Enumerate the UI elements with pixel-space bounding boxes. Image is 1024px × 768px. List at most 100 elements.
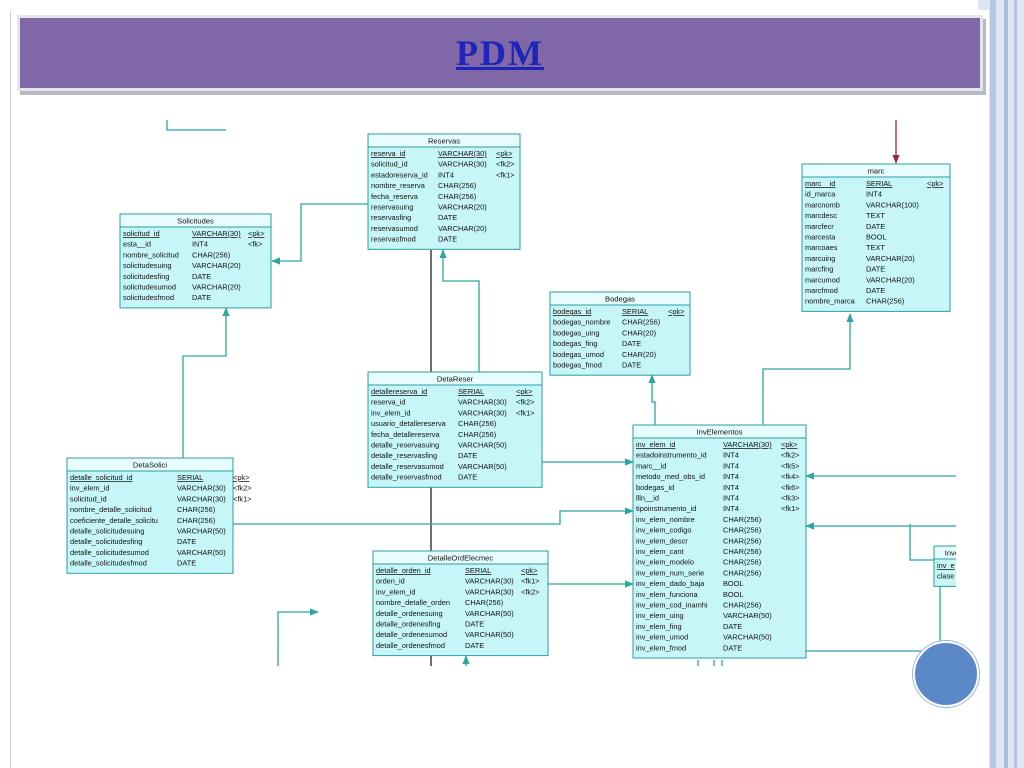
entity-title: DetaReser bbox=[437, 375, 474, 384]
column-name: reservasumod bbox=[371, 224, 418, 233]
column-name: inv_elem_fing bbox=[636, 622, 682, 631]
link-reservas-solicitudes bbox=[271, 203, 368, 265]
right-rail-blue-2 bbox=[1004, 0, 1008, 768]
column-name: inv_elem_id bbox=[376, 587, 415, 596]
link-inv-bodegas bbox=[648, 374, 656, 425]
column-type: VARCHAR(30) bbox=[177, 494, 226, 503]
link-top-stub bbox=[166, 120, 226, 131]
column-type: VARCHAR(50) bbox=[723, 611, 772, 620]
entity-box bbox=[119, 213, 272, 309]
column-type: VARCHAR(30) bbox=[465, 577, 514, 586]
column-name: marc__id bbox=[636, 461, 666, 470]
column-type: DATE bbox=[622, 339, 641, 348]
column-key: <fk2> bbox=[233, 484, 252, 493]
column-type: VARCHAR(20) bbox=[192, 261, 241, 270]
column-name: detalle_ordenesfmod bbox=[376, 641, 445, 650]
column-type: VARCHAR(30) bbox=[177, 484, 226, 493]
column-type: CHAR(256) bbox=[723, 547, 761, 556]
column-type: VARCHAR(50) bbox=[723, 633, 772, 642]
column-name: detalle_solicitudesumod bbox=[70, 548, 149, 557]
entity-title: InvElementos bbox=[696, 428, 742, 437]
column-name: llln__id bbox=[636, 494, 659, 503]
column-type: VARCHAR(50) bbox=[177, 548, 226, 557]
column-name: detalle_solicitudesfing bbox=[70, 537, 142, 546]
column-type: INT4 bbox=[723, 461, 739, 470]
column-key: <fk1> bbox=[496, 170, 515, 179]
entity-header bbox=[119, 213, 272, 228]
column-type: CHAR(256) bbox=[458, 419, 496, 428]
entity-header bbox=[367, 133, 521, 148]
column-name: marcnomb bbox=[805, 200, 840, 209]
right-rail-blue-1 bbox=[990, 0, 996, 768]
column-type: VARCHAR(30) bbox=[458, 408, 507, 417]
entity-box bbox=[632, 424, 807, 659]
column-key: <fk2> bbox=[516, 398, 535, 407]
column-type: INT4 bbox=[866, 190, 882, 199]
entity-box bbox=[66, 457, 234, 574]
column-type: DATE bbox=[192, 272, 211, 281]
column-type: VARCHAR(30) bbox=[458, 398, 507, 407]
column-type: CHAR(20) bbox=[622, 328, 656, 337]
column-key: <pk> bbox=[927, 179, 943, 188]
entity-header bbox=[367, 371, 543, 386]
column-name: solicitud_id bbox=[123, 229, 160, 238]
column-name: marcdesc bbox=[805, 211, 837, 220]
entity-header bbox=[933, 545, 956, 560]
column-key: <fk2> bbox=[781, 451, 800, 460]
column-name: detallereserva_id bbox=[371, 387, 427, 396]
entity-header bbox=[66, 457, 234, 472]
column-type: VARCHAR(50) bbox=[458, 441, 507, 450]
column-type: CHAR(256) bbox=[723, 536, 761, 545]
column-name: inv_elem_dado_baja bbox=[636, 579, 705, 588]
column-name: marcfmod bbox=[805, 286, 838, 295]
column-name: solicitudesuing bbox=[123, 261, 171, 270]
column-type: INT4 bbox=[723, 504, 739, 513]
column-name: solicitudesfmod bbox=[123, 293, 174, 302]
column-name: marcesta bbox=[805, 233, 836, 242]
entity-title: Inven bbox=[945, 549, 964, 558]
column-name: inv_elem_modelo bbox=[636, 558, 694, 567]
column-name: bodegas_id bbox=[553, 307, 591, 316]
entity-header bbox=[372, 550, 549, 565]
column-type: INT4 bbox=[438, 170, 454, 179]
column-name: reserva_id bbox=[371, 149, 406, 158]
column-type: VARCHAR(20) bbox=[438, 203, 487, 212]
column-name: fecha_reserva bbox=[371, 192, 419, 201]
column-name: detalle_ordenesumod bbox=[376, 630, 447, 639]
column-name: nombre_detalle_orden bbox=[376, 598, 450, 607]
slide-title: PDM bbox=[456, 33, 544, 73]
column-key: <pk> bbox=[233, 473, 249, 482]
column-name: inv_elem_id bbox=[70, 484, 109, 493]
column-name: nombre_solicitud bbox=[123, 250, 179, 259]
column-type: VARCHAR(50) bbox=[465, 630, 514, 639]
column-type: INT4 bbox=[723, 472, 739, 481]
column-key: <pk> bbox=[668, 307, 684, 316]
column-type: DATE bbox=[192, 293, 211, 302]
column-type: VARCHAR(20) bbox=[192, 283, 241, 292]
column-name: reservasfmod bbox=[371, 235, 416, 244]
column-name: solicitud_id bbox=[70, 494, 107, 503]
column-name: detalle_orden_id bbox=[376, 566, 431, 575]
column-name: nombre_detalle_solicitud bbox=[70, 505, 152, 514]
column-name: metodo_med_obs_id bbox=[636, 472, 705, 481]
column-key: <fk6> bbox=[781, 483, 800, 492]
column-key: <pk> bbox=[781, 440, 797, 449]
column-type: CHAR(256) bbox=[723, 515, 761, 524]
column-type: SERIAL bbox=[622, 307, 648, 316]
column-type: CHAR(256) bbox=[438, 192, 476, 201]
column-type: CHAR(256) bbox=[866, 297, 904, 306]
column-name: inv_elem_cant bbox=[636, 547, 684, 556]
column-name: bodegas_fmod bbox=[553, 361, 602, 370]
column-name: marcumod bbox=[805, 275, 840, 284]
column-name: inv_elem_fmod bbox=[636, 643, 686, 652]
column-type: DATE bbox=[177, 537, 196, 546]
entity-title: DetaSolici bbox=[133, 461, 167, 470]
column-name: nombre_reserva bbox=[371, 181, 426, 190]
column-name: coeficiente_detalle_solicitu bbox=[70, 516, 158, 525]
column-key: <fk4> bbox=[781, 472, 800, 481]
column-name: bodegas_nombre bbox=[553, 318, 611, 327]
column-type: CHAR(256) bbox=[177, 505, 215, 514]
column-type: SERIAL bbox=[465, 566, 491, 575]
